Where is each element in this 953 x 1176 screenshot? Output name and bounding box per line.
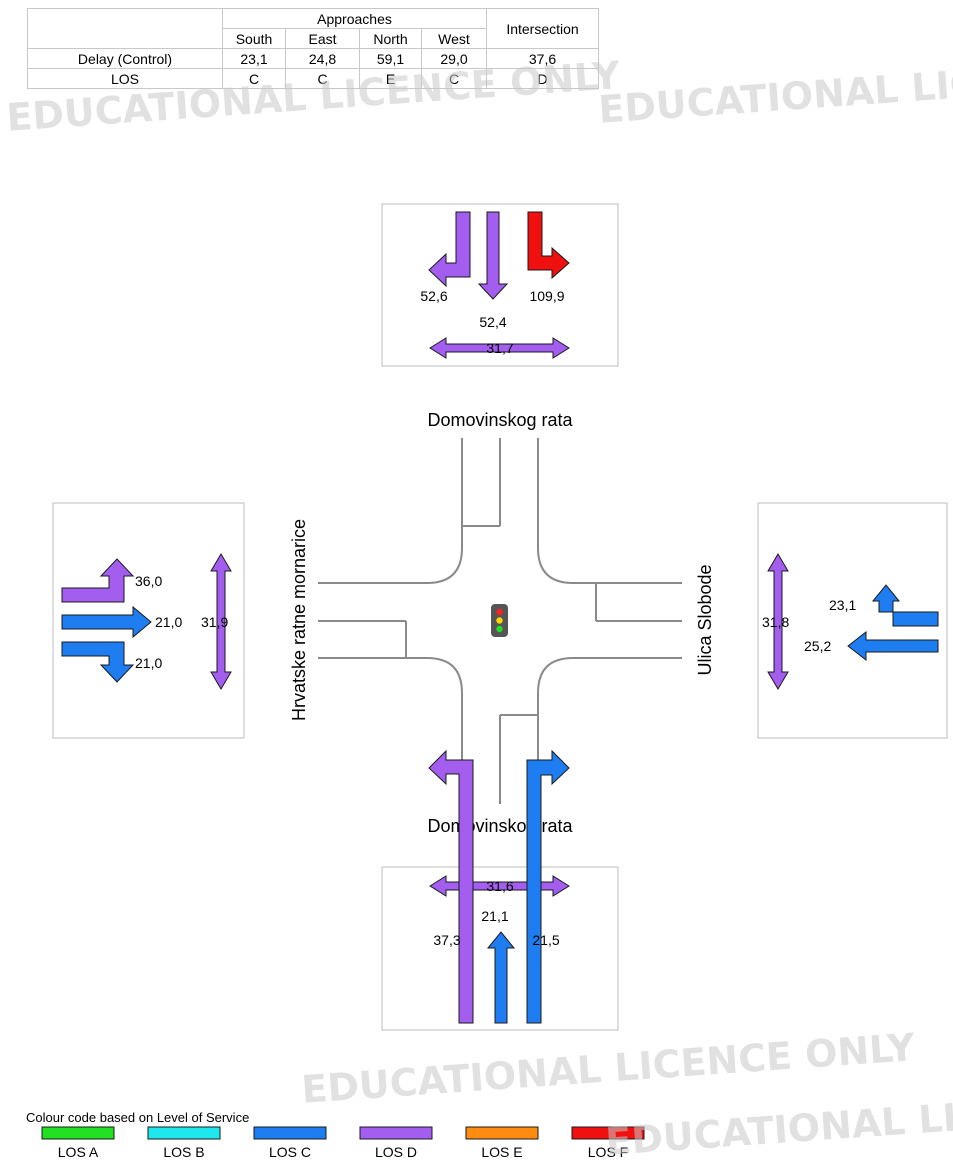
table-row: LOS C C E C D — [27, 68, 599, 89]
table-cell: D — [486, 68, 599, 89]
row-label: LOS — [27, 68, 223, 89]
legend-swatch — [41, 1126, 115, 1140]
south-through-arrow — [486, 931, 516, 1024]
east-left-turn-arrow — [871, 584, 939, 627]
legend-swatch — [571, 1126, 645, 1140]
west-through-delay: 21,0 — [155, 614, 182, 630]
south-right-turn-arrow — [526, 749, 570, 1024]
south-left-delay: 37,3 — [433, 932, 460, 948]
south-right-delay: 21,5 — [532, 932, 559, 948]
los-legend: LOS A LOS B LOS C LOS D LOS E LOS F — [41, 1126, 645, 1160]
legend-label: LOS A — [58, 1144, 99, 1160]
legend-swatch — [147, 1126, 221, 1140]
north-pedestrian-delay: 31,7 — [486, 340, 513, 356]
approach-header: South — [222, 28, 286, 49]
north-left-turn-arrow — [428, 211, 471, 288]
intersection-header: Intersection — [486, 8, 599, 49]
summary-table: Approaches Intersection South East North… — [27, 8, 599, 89]
legend-label: LOS C — [269, 1144, 311, 1160]
legend-swatch — [253, 1126, 327, 1140]
legend-swatch — [465, 1126, 539, 1140]
west-right-delay: 21,0 — [135, 655, 162, 671]
north-right-delay: 109,9 — [529, 288, 564, 304]
street-name-north: Domovinskog rata — [427, 410, 573, 430]
street-name-west: Hrvatske ratne mornarice — [289, 519, 309, 721]
table-cell: 24,8 — [285, 48, 360, 69]
north-pedestrian-arrow — [429, 337, 570, 359]
legend-label: LOS B — [163, 1144, 204, 1160]
row-label: Delay (Control) — [27, 48, 223, 69]
west-left-delay: 36,0 — [135, 573, 162, 589]
legend-label: LOS F — [588, 1144, 628, 1160]
south-through-delay: 21,1 — [481, 908, 508, 924]
legend-label: LOS E — [481, 1144, 522, 1160]
south-left-turn-arrow — [428, 749, 474, 1024]
table-cell: 37,6 — [486, 48, 599, 69]
street-name-east: Ulica Slobode — [695, 564, 715, 675]
road-geometry — [318, 438, 682, 804]
table-cell: 59,1 — [359, 48, 422, 69]
north-left-delay: 52,6 — [420, 288, 447, 304]
legend-swatch — [359, 1126, 433, 1140]
east-pedestrian-arrow — [767, 553, 789, 690]
legend-title: Colour code based on Level of Service — [26, 1110, 249, 1125]
west-left-turn-arrow — [61, 558, 135, 603]
east-through-delay: 25,2 — [804, 638, 831, 654]
legend-label: LOS D — [375, 1144, 417, 1160]
east-left-delay: 23,1 — [829, 597, 856, 613]
north-through-delay: 52,4 — [479, 314, 506, 330]
table-row: Delay (Control) 23,1 24,8 59,1 29,0 37,6 — [27, 48, 599, 69]
table-cell: 29,0 — [421, 48, 487, 69]
west-right-turn-arrow — [61, 641, 135, 683]
west-pedestrian-arrow — [210, 553, 232, 690]
approach-header: North — [359, 28, 422, 49]
north-right-turn-arrow — [527, 211, 570, 280]
west-through-arrow — [61, 605, 152, 639]
traffic-signal-icon — [491, 604, 508, 637]
south-pedestrian-delay: 31,6 — [486, 878, 513, 894]
south-pedestrian-arrow — [429, 875, 570, 897]
east-through-arrow — [847, 630, 939, 662]
east-pedestrian-delay: 31,8 — [762, 614, 789, 630]
approach-header: West — [421, 28, 487, 49]
west-pedestrian-delay: 31,9 — [201, 614, 228, 630]
north-through-arrow — [477, 211, 509, 300]
street-name-south: Domovinskog rata — [427, 816, 573, 836]
